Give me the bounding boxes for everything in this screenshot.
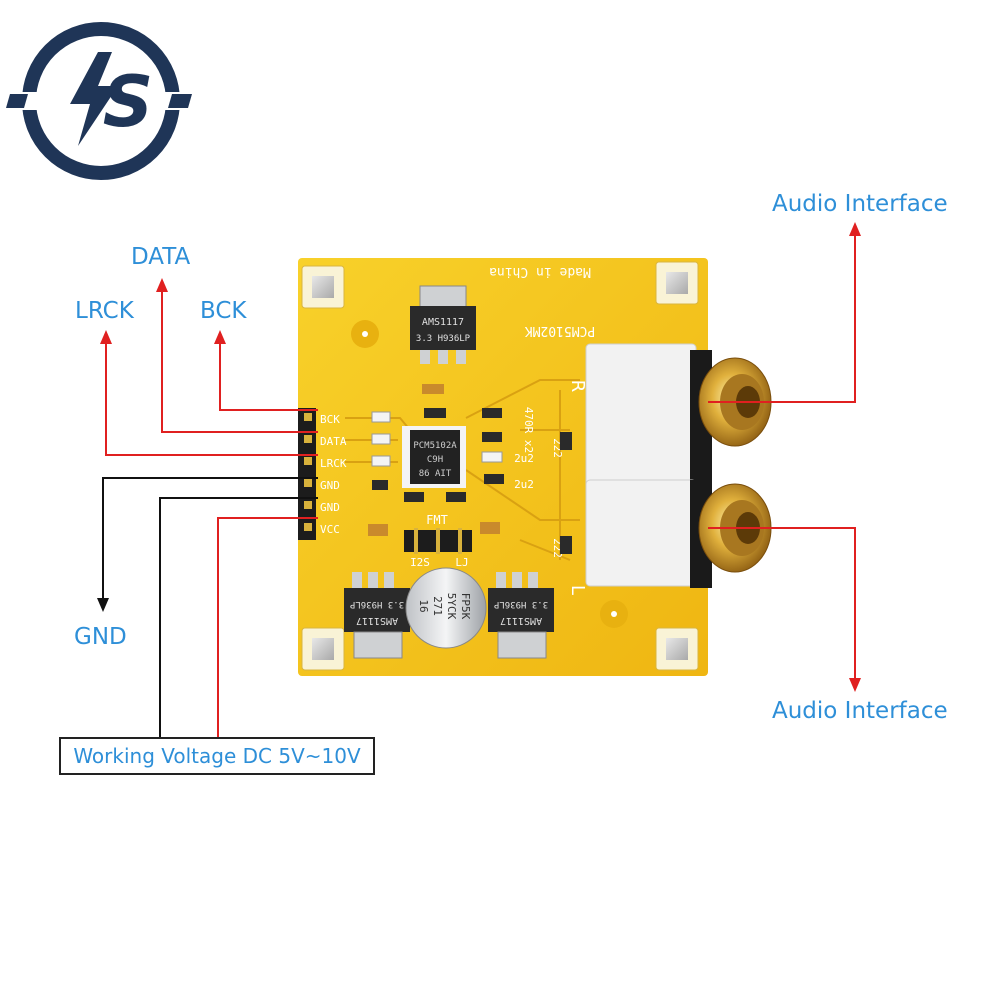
cap-text-3: 271	[431, 596, 444, 616]
gnd2-wire	[159, 497, 318, 737]
working-voltage-box: Working Voltage DC 5V~10V	[59, 737, 375, 775]
fmt-jumper	[404, 528, 472, 554]
audio-bottom-wire	[708, 527, 856, 680]
cap-text-2: 5YCK	[445, 593, 458, 620]
cap-text-1: FP5K	[459, 593, 472, 620]
rca-connector-l	[585, 479, 772, 588]
channel-l-label: L	[567, 585, 588, 595]
electrolytic-capacitor: FP5K 5YCK 271 16	[405, 567, 487, 649]
bck-label: BCK	[200, 298, 247, 324]
pin-label: GND	[320, 501, 340, 514]
logo-letter: S	[103, 61, 153, 143]
channel-r-label: R	[567, 380, 588, 393]
cap-2u2-a-label: 2u2	[514, 452, 534, 465]
cap-text-4: 16	[417, 599, 430, 612]
chip-code-2: 86 AIT	[419, 469, 452, 479]
model-label: PCM5102MK	[525, 323, 596, 338]
data-wire	[161, 290, 318, 433]
pin-label: GND	[320, 479, 340, 492]
smd-components	[368, 384, 572, 554]
audio-interface-top-label: Audio Interface	[772, 191, 948, 217]
pin-header: BCK DATA LRCK GND GND VCC	[298, 408, 347, 540]
annotation-wires	[102, 234, 856, 737]
lrck-wire	[105, 342, 318, 456]
gnd-label: GND	[74, 624, 127, 650]
header-pin	[304, 501, 312, 509]
fmt-label: FMT	[426, 513, 448, 527]
regulator-right-subtext: 3.3 H936LP	[493, 599, 548, 609]
working-voltage-text: Working Voltage DC 5V~10V	[73, 744, 361, 768]
audio-top-wire	[708, 234, 856, 403]
pin-label: VCC	[320, 523, 340, 536]
regulator-top: AMS1117 3.3 H936LP	[410, 285, 476, 364]
vcc-wire	[217, 517, 318, 737]
header-pin	[304, 479, 312, 487]
data-label: DATA	[131, 244, 191, 270]
regulator-right: AMS1117 3.3 H936LP	[488, 572, 554, 659]
gnd-arrow	[97, 598, 109, 612]
brand-logo: S	[6, 22, 194, 180]
chip-code: C9H	[427, 455, 443, 465]
data-arrow	[156, 278, 168, 292]
regulator-left-text: AMS1117	[356, 615, 398, 626]
bck-arrow	[214, 330, 226, 344]
header-pin	[304, 413, 312, 421]
pin-label: BCK	[320, 413, 340, 426]
pin-label: LRCK	[320, 457, 347, 470]
audio-bottom-arrow	[849, 678, 861, 692]
regulator-top-text: AMS1117	[422, 317, 464, 328]
chip-label: PCM5102A	[413, 441, 457, 451]
regulator-left: AMS1117 3.3 H936LP	[344, 572, 410, 659]
lrck-arrow	[100, 330, 112, 344]
gnd-wire	[102, 477, 318, 600]
regulator-left-subtext: 3.3 H936LP	[349, 599, 404, 609]
made-in-label: Made in China	[489, 264, 591, 279]
lj-label: LJ	[455, 556, 468, 569]
header-pin	[304, 457, 312, 465]
regulator-top-subtext: 3.3 H936LP	[416, 334, 471, 344]
resistor-470-label: 470R x2	[522, 407, 535, 453]
bck-wire	[219, 342, 318, 411]
header-pin	[304, 523, 312, 531]
regulator-right-text: AMS1117	[500, 615, 542, 626]
rca-connector-r	[585, 343, 772, 501]
dac-chip: PCM5102A C9H 86 AIT	[402, 426, 466, 488]
cap-2u2-b-label: 2u2	[514, 478, 534, 491]
audio-interface-bottom-label: Audio Interface	[772, 698, 948, 724]
i2s-label: I2S	[410, 556, 430, 569]
lrck-label: LRCK	[75, 298, 134, 324]
header-pin	[304, 435, 312, 443]
audio-top-arrow	[849, 222, 861, 236]
arrow-heads	[97, 222, 861, 692]
pin-label: DATA	[320, 435, 347, 448]
